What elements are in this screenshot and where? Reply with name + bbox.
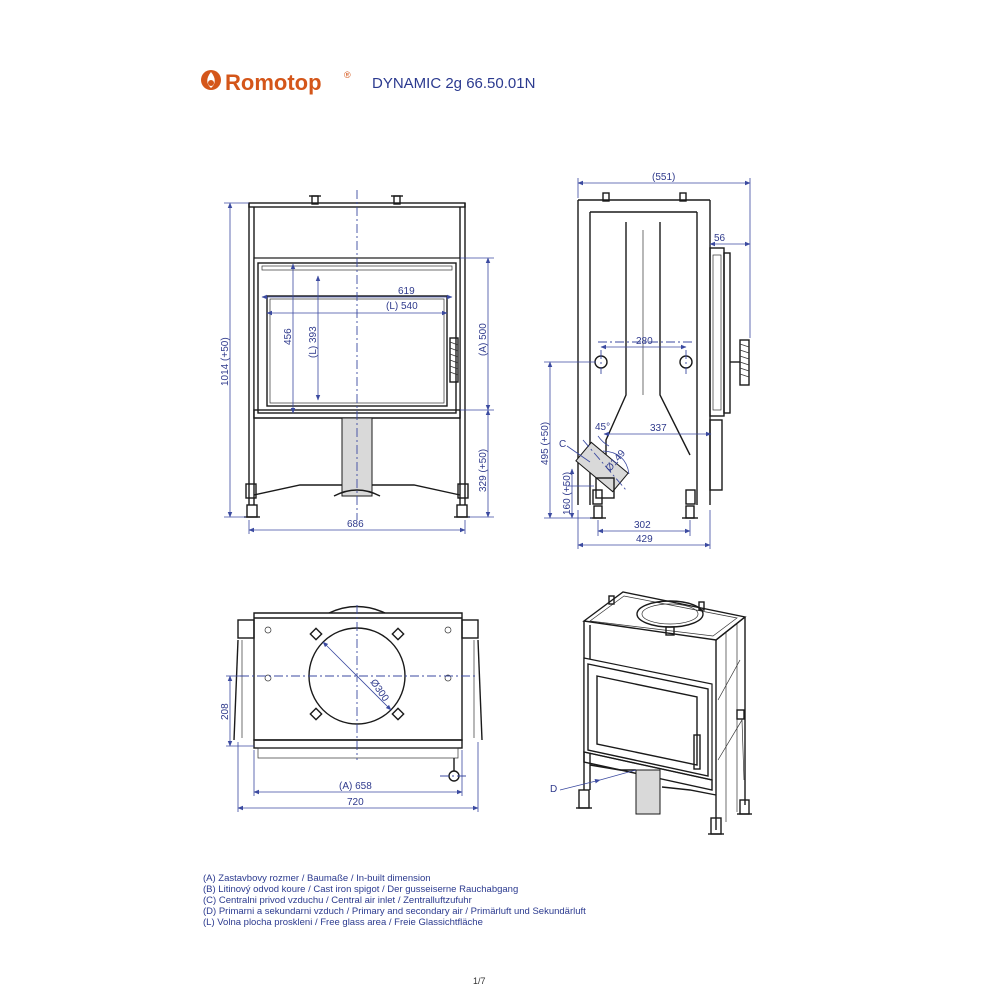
dim-d300: Ø300 xyxy=(368,677,391,704)
dim-551: (551) xyxy=(652,172,675,183)
label-c: C xyxy=(559,439,566,450)
dim-a658: (A) 658 xyxy=(339,781,372,792)
dim-l393: (L) 393 xyxy=(308,326,319,358)
legend-item-b: (B) Litinový odvod koure / Cast iron spi… xyxy=(203,884,518,895)
model-title: DYNAMIC 2g 66.50.01N xyxy=(372,75,535,92)
dim-208: 208 xyxy=(220,703,231,720)
dim-429: 429 xyxy=(636,534,653,545)
flame-icon xyxy=(201,70,221,90)
side-view: (551) 56 280 337 45° Ø149 C 495 (+50) 16… xyxy=(540,172,751,549)
dim-56: 56 xyxy=(714,233,726,244)
legend-item-c: (C) Centralni privod vzduchu / Central a… xyxy=(203,895,472,906)
dim-495: 495 (+50) xyxy=(540,422,551,465)
dim-1014: 1014 (+50) xyxy=(220,337,231,386)
top-view: Ø300 208 (A) 658 720 xyxy=(220,605,483,812)
dim-280: 280 xyxy=(636,336,653,347)
dim-686: 686 xyxy=(347,519,364,530)
legend-item-l: (L) Volna plocha proskleni / Free glass … xyxy=(203,917,483,928)
dim-619: 619 xyxy=(398,286,415,297)
dim-337: 337 xyxy=(650,423,667,434)
legend: (A) Zastavbovy rozmer / Baumaße / In-bui… xyxy=(203,873,586,928)
dim-456: 456 xyxy=(283,328,294,345)
dim-329: 329 (+50) xyxy=(478,449,489,492)
dim-302: 302 xyxy=(634,520,651,531)
brand-name: Romotop xyxy=(225,70,322,95)
dim-a500: (A) 500 xyxy=(478,323,489,356)
header: Romotop ® DYNAMIC 2g 66.50.01N xyxy=(201,70,535,95)
front-view: 619 (L) 540 456 (L) 393 (A) 500 1014 (+5… xyxy=(220,190,494,534)
label-d: D xyxy=(550,784,557,795)
dim-720: 720 xyxy=(347,797,364,808)
dim-45deg: 45° xyxy=(595,422,610,433)
legend-item-a: (A) Zastavbovy rozmer / Baumaße / In-bui… xyxy=(203,873,431,884)
brand-registered-mark: ® xyxy=(344,70,351,80)
iso-view: D xyxy=(550,591,752,835)
legend-item-d: (D) Primarni a sekundarni vzduch / Prima… xyxy=(203,906,586,917)
page-number: 1/7 xyxy=(473,976,486,986)
dim-l540: (L) 540 xyxy=(386,301,418,312)
dim-160: 160 (+50) xyxy=(562,472,573,515)
